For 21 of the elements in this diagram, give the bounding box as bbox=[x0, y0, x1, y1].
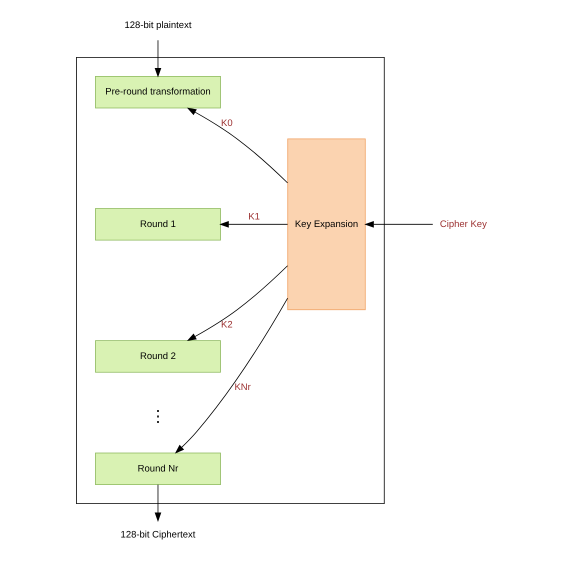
arrow bbox=[186, 265, 288, 341]
cluster bbox=[76, 57, 384, 504]
node-box: Key Expansion bbox=[286, 138, 366, 310]
arrow bbox=[174, 298, 288, 454]
edge-label: KNr bbox=[234, 382, 250, 394]
arrow bbox=[154, 484, 161, 522]
edge-label: K2 bbox=[220, 320, 232, 331]
arrow bbox=[186, 108, 288, 184]
arrow bbox=[218, 221, 288, 228]
arrow bbox=[364, 221, 433, 228]
node-box: Pre-round transformation bbox=[94, 76, 220, 108]
node-box: Round Nr bbox=[94, 452, 220, 486]
node-text: 128-bit plaintext bbox=[124, 20, 191, 32]
node-box: Round 1 bbox=[94, 208, 220, 241]
arrow bbox=[154, 40, 161, 78]
node-text: 128-bit Ciphertext bbox=[120, 530, 195, 541]
node-box: Round 2 bbox=[94, 340, 220, 373]
edge-label: K0 bbox=[220, 118, 232, 129]
node-text: Cipher Key bbox=[439, 218, 486, 230]
edge-label: K1 bbox=[248, 211, 260, 222]
label: ⋮ bbox=[149, 408, 166, 426]
